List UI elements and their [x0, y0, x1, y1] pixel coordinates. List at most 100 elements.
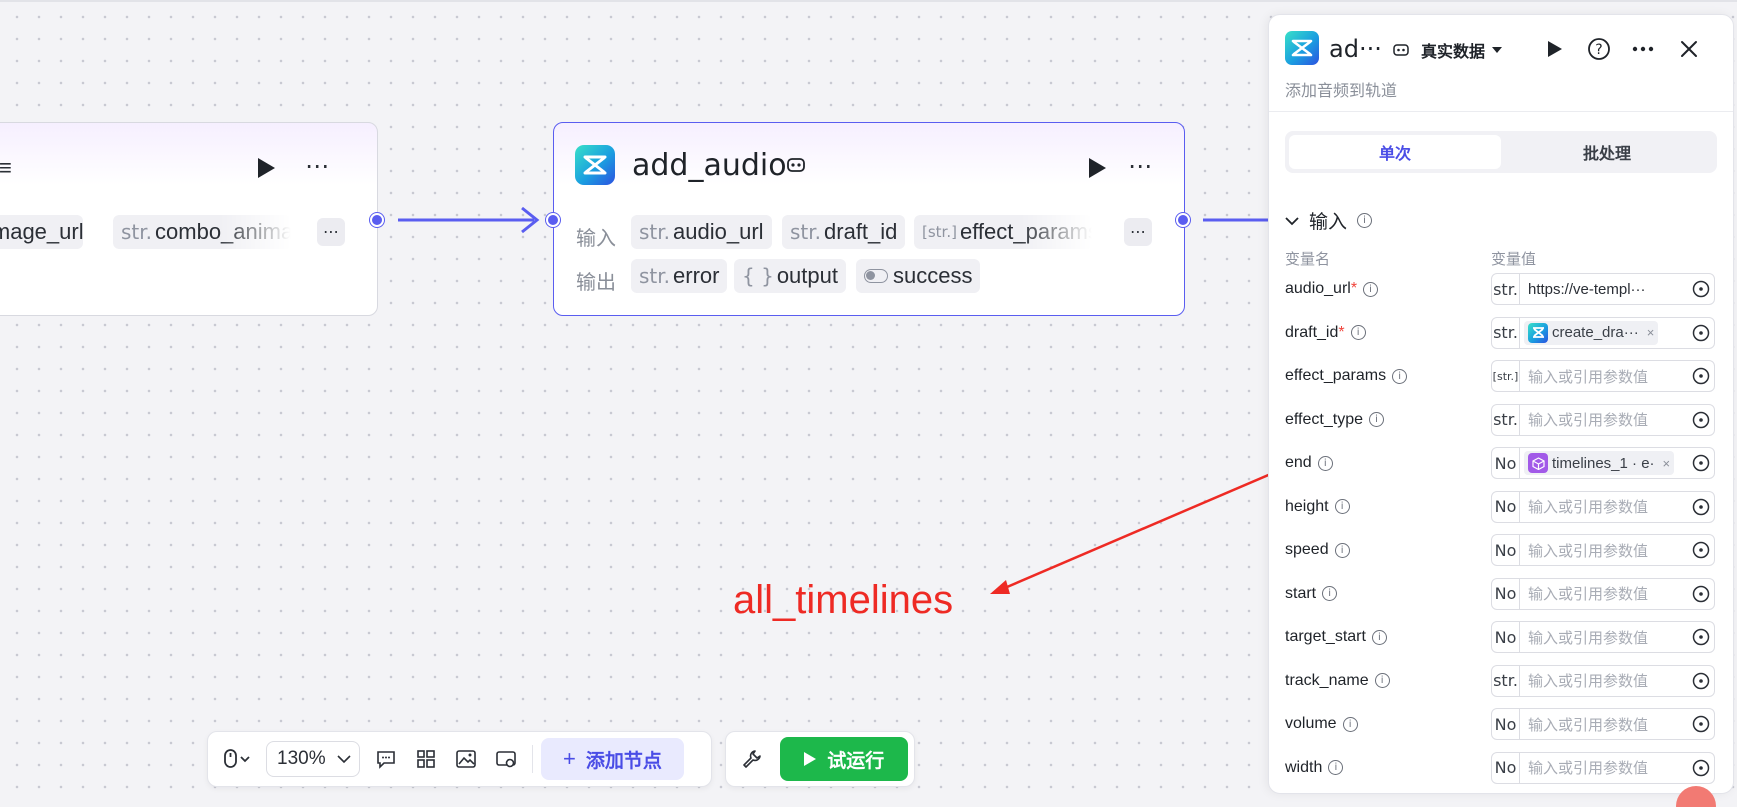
reference-picker-button[interactable]	[1688, 709, 1714, 739]
panel-help-button[interactable]: ?	[1585, 35, 1613, 63]
param-value-field[interactable]: [str.]输入或引用参数值	[1491, 360, 1715, 392]
toggle-icon	[864, 269, 888, 283]
minimap-button[interactable]	[486, 739, 526, 779]
reference-chip[interactable]: timelines_1 · e·×	[1524, 451, 1675, 475]
plus-icon: +	[563, 746, 576, 771]
reference-picker-button[interactable]	[1688, 579, 1714, 609]
target-icon	[1692, 411, 1710, 428]
input-name: audio_url	[673, 219, 764, 244]
info-icon: i	[1322, 586, 1338, 601]
data-source-select[interactable]: 真实数据	[1393, 38, 1503, 62]
add-audio-input-port[interactable]	[546, 213, 560, 227]
debug-tool-button[interactable]	[732, 739, 772, 779]
param-value-field[interactable]: str.输入或引用参数值	[1491, 664, 1715, 697]
image-button[interactable]	[446, 739, 486, 779]
reference-picker-button[interactable]	[1688, 318, 1714, 348]
assistant-bubble[interactable]	[1676, 786, 1716, 807]
target-icon	[1692, 367, 1710, 385]
data-source-label: 真实数据	[1421, 44, 1486, 61]
param-value: https://ve-templ···	[1528, 280, 1646, 298]
param-name-label: width	[1285, 758, 1323, 776]
left-node-run-button[interactable]	[251, 153, 281, 183]
column-header-value: 变量值	[1491, 251, 1537, 268]
node-run-button[interactable]	[1082, 153, 1112, 183]
node-more-button[interactable]: ⋯	[1128, 153, 1153, 180]
target-icon	[1692, 715, 1710, 733]
param-type: str.	[1492, 274, 1520, 304]
node-input-effect-params: [str.] effect_params	[914, 215, 1092, 249]
param-value-field[interactable]: str.输入或引用参数值	[1491, 403, 1715, 436]
try-run-button[interactable]: 试运行	[779, 737, 908, 781]
image-icon	[456, 750, 476, 768]
caret-down-icon	[1492, 47, 1503, 53]
node-inputs-more[interactable]: ⋯	[1124, 218, 1152, 246]
reference-picker-button[interactable]	[1688, 666, 1714, 696]
input-type: str.	[121, 220, 153, 244]
remove-reference-icon[interactable]: ×	[1662, 455, 1671, 471]
output-name: success	[893, 263, 973, 288]
param-type: No	[1492, 578, 1520, 609]
layout-icon	[417, 750, 435, 768]
reference-picker-button[interactable]	[1688, 622, 1714, 652]
param-row-audio-url: audio_url*i str. https://ve-templ···	[1269, 273, 1735, 307]
reference-picker-button[interactable]	[1688, 753, 1714, 783]
mouse-mode-button[interactable]	[216, 739, 260, 779]
param-name-label: draft_id	[1285, 323, 1339, 341]
param-type: [str.]	[1492, 361, 1520, 391]
left-node-output-port[interactable]	[370, 213, 384, 227]
input-section-header[interactable]: 输入 i	[1285, 207, 1373, 234]
comment-button[interactable]	[366, 739, 406, 779]
plugin-icon	[1393, 44, 1409, 56]
node-icon-partial: ≡	[0, 155, 12, 180]
param-value-field[interactable]: str. https://ve-templ···	[1491, 273, 1715, 305]
remove-reference-icon[interactable]: ×	[1646, 325, 1655, 340]
left-node-more-button[interactable]: ⋯	[305, 153, 330, 180]
info-icon: i	[1374, 673, 1390, 688]
param-value-field[interactable]: str.create_dra···×	[1491, 316, 1715, 349]
reference-picker-button[interactable]	[1688, 448, 1714, 478]
tab-single[interactable]: 单次	[1289, 135, 1501, 169]
target-icon	[1692, 454, 1710, 472]
info-icon: i	[1363, 281, 1379, 297]
left-node-inputs-more[interactable]: ⋯	[317, 218, 345, 246]
info-icon: i	[1392, 368, 1408, 384]
add-audio-output-port[interactable]	[1176, 213, 1190, 227]
target-icon	[1692, 672, 1710, 689]
left-node[interactable]: ≡ ⋯ image_url str. combo_animation ⋯	[0, 122, 378, 316]
input-name: effect_params	[959, 219, 1092, 244]
tab-batch[interactable]: 批处理	[1582, 146, 1631, 163]
layout-button[interactable]	[406, 739, 446, 779]
panel-close-button[interactable]	[1675, 35, 1703, 63]
panel-title: ad···	[1329, 35, 1382, 63]
panel-run-button[interactable]	[1541, 35, 1569, 63]
panel-more-button[interactable]	[1629, 35, 1657, 63]
reference-picker-button[interactable]	[1688, 535, 1714, 565]
output-label: 输出	[576, 272, 616, 294]
add-audio-node[interactable]: add_audio ⋯ 输入 str. audio_url str. draft…	[553, 122, 1185, 316]
add-node-button[interactable]: + 添加节点	[541, 738, 684, 780]
zoom-select[interactable]: 130%	[266, 741, 360, 777]
reference-picker-button[interactable]	[1688, 492, 1714, 522]
reference-picker-button[interactable]	[1688, 361, 1714, 391]
param-name-label: effect_type	[1285, 410, 1363, 428]
reference-chip[interactable]: create_dra···×	[1524, 320, 1659, 345]
target-icon	[1692, 541, 1710, 559]
output-name: error	[673, 263, 720, 288]
param-name: audio_url*i	[1285, 280, 1379, 298]
reference-picker-button[interactable]	[1688, 274, 1714, 304]
reference-picker-button[interactable]	[1688, 405, 1714, 435]
